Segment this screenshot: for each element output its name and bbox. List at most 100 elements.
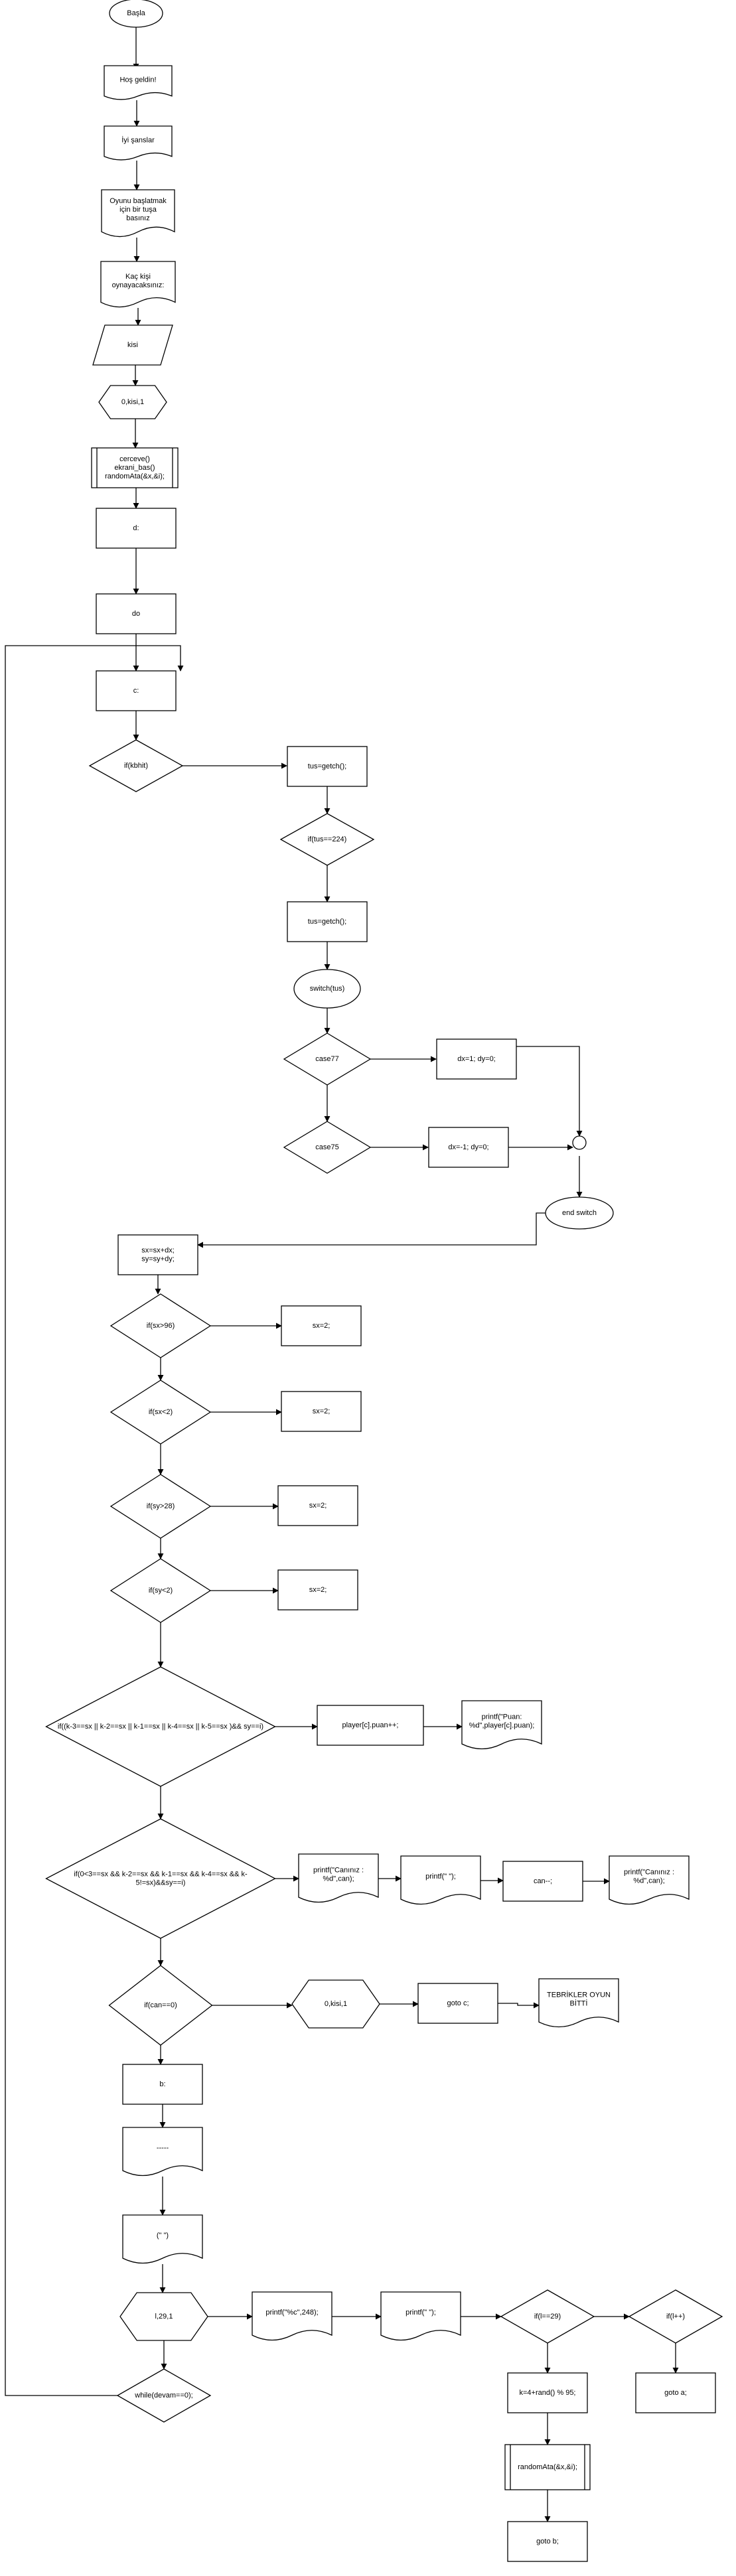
process-shape [287, 901, 368, 942]
process-shape [96, 593, 177, 634]
node-loop-kisi: 0,kisi,1 [98, 385, 167, 419]
document-shape [122, 2127, 203, 2177]
node-label: printf("%c",248); [265, 2309, 318, 2317]
node-label: 5!=sx)&&sy==i) [136, 1879, 186, 1887]
decision-shape [628, 2289, 723, 2344]
node-init-calls: cerceve()ekrani_bas()randomAta(&x,&i); [91, 447, 179, 488]
node-if-can0: if(can==0) [108, 1965, 213, 2046]
node-move: sx=sx+dx;sy=sy+dy; [117, 1234, 198, 1275]
node-print248: printf("%c",248); [252, 2291, 332, 2341]
node-label: printf("Canınız : [313, 1866, 364, 1874]
node-quotes: (" ") [122, 2214, 203, 2264]
node-label: İyi şanslar [121, 136, 155, 145]
process-shape [277, 1485, 358, 1526]
node-getch1: tus=getch(); [287, 746, 368, 787]
node-loop29: l,29,1 [119, 2292, 208, 2341]
node-loop-kisi2: 0,kisi,1 [291, 1979, 380, 2029]
node-goto-b: goto b; [507, 2521, 588, 2562]
node-if224: if(tus==224) [279, 813, 375, 866]
node-label: randomAta(&x,&i); [105, 472, 165, 480]
document-shape [380, 2291, 461, 2341]
node-label: sx=2; [313, 1322, 331, 1330]
node-label: dx=-1; dy=0; [448, 1143, 488, 1151]
node-kbhit: if(kbhit) [88, 739, 184, 792]
node-label: ekrani_bas() [114, 464, 155, 472]
node-label: do [132, 610, 140, 618]
node-label: if(kbhit) [124, 762, 148, 770]
node-label: switch(tus) [310, 985, 345, 993]
process-shape [96, 670, 177, 711]
decision-shape [88, 739, 184, 792]
document-shape [104, 65, 173, 100]
node-bigif: if((k-3==sx || k-2==sx || k-1==sx || k-4… [45, 1666, 276, 1787]
node-label: cerceve() [119, 455, 150, 463]
node-rand-k: k=4+rand() % 95; [507, 2372, 588, 2413]
subroutine-shape [91, 447, 179, 488]
node-label: l,29,1 [155, 2313, 173, 2321]
node-label: player[c].puan++; [342, 1721, 398, 1729]
ellipse-shape [293, 969, 361, 1009]
node-ifpp: if(l++) [628, 2289, 723, 2344]
node-label: 0,kisi,1 [121, 398, 144, 406]
node-case75: case75 [283, 1121, 372, 1174]
node-label: d: [133, 524, 139, 532]
process-shape [428, 1127, 509, 1168]
node-label: if(l++) [666, 2313, 685, 2321]
process-shape [122, 2064, 203, 2105]
process-shape [281, 1305, 362, 1346]
decision-shape [108, 1965, 213, 2046]
document-shape [538, 1978, 619, 2028]
decision-shape [110, 1293, 212, 1358]
node-puan-inc: player[c].puan++; [317, 1705, 424, 1746]
edge-arrow [516, 1046, 583, 1137]
node-goto-c: goto c; [417, 1983, 498, 2024]
process-shape [277, 1569, 358, 1610]
node-label: kisi [127, 341, 138, 349]
ellipse-shape [109, 0, 163, 28]
edge-arrow [5, 645, 184, 2396]
node-label: if(sy>28) [147, 1502, 175, 1510]
process-shape [417, 1983, 498, 2024]
edge-arrow [498, 2002, 540, 2009]
node-label: if(sy<2) [149, 1587, 173, 1595]
document-shape [298, 1853, 379, 1903]
decision-shape [283, 1033, 372, 1086]
hexagon-shape [98, 385, 167, 419]
hexagon-shape [291, 1979, 380, 2029]
node-goodluck: İyi şanslar [104, 125, 173, 161]
node-d: d: [96, 508, 177, 549]
node-if28: if(sy>28) [110, 1474, 212, 1539]
node-getch2: tus=getch(); [287, 901, 368, 942]
process-shape [502, 1861, 583, 1902]
node-label: goto a; [664, 2389, 687, 2397]
node-case77: case77 [283, 1033, 372, 1086]
node-join [572, 1135, 587, 1150]
node-sx2a: sx=2; [281, 1305, 362, 1346]
node-label: %d",can); [633, 1877, 664, 1885]
node-label: %d",can); [323, 1875, 354, 1883]
node-label: if(sx<2) [149, 1408, 173, 1416]
node-label: %d",player[c].puan); [469, 1721, 535, 1729]
node-sx2b: sx=2; [281, 1391, 362, 1432]
node-label: goto b; [536, 2538, 559, 2545]
connector-shape [572, 1135, 587, 1150]
node-do: do [96, 593, 177, 634]
node-welcome: Hoş geldin! [104, 65, 173, 100]
document-shape [104, 125, 173, 161]
node-switch: switch(tus) [293, 969, 361, 1009]
node-label: if(0<3==sx && k-2==sx && k-1==sx && k-4=… [74, 1870, 248, 1878]
node-label: if(tus==224) [308, 835, 347, 843]
node-label: printf(" "); [405, 2309, 436, 2317]
node-label: TEBRİKLER OYUN [547, 1990, 611, 1999]
node-label: printf(" "); [425, 1873, 456, 1881]
ellipse-shape [545, 1196, 614, 1230]
node-input-kisi: kisi [92, 324, 173, 366]
document-shape [100, 261, 176, 308]
process-shape [96, 508, 177, 549]
node-label: tus=getch(); [308, 762, 346, 770]
process-shape [287, 746, 368, 787]
